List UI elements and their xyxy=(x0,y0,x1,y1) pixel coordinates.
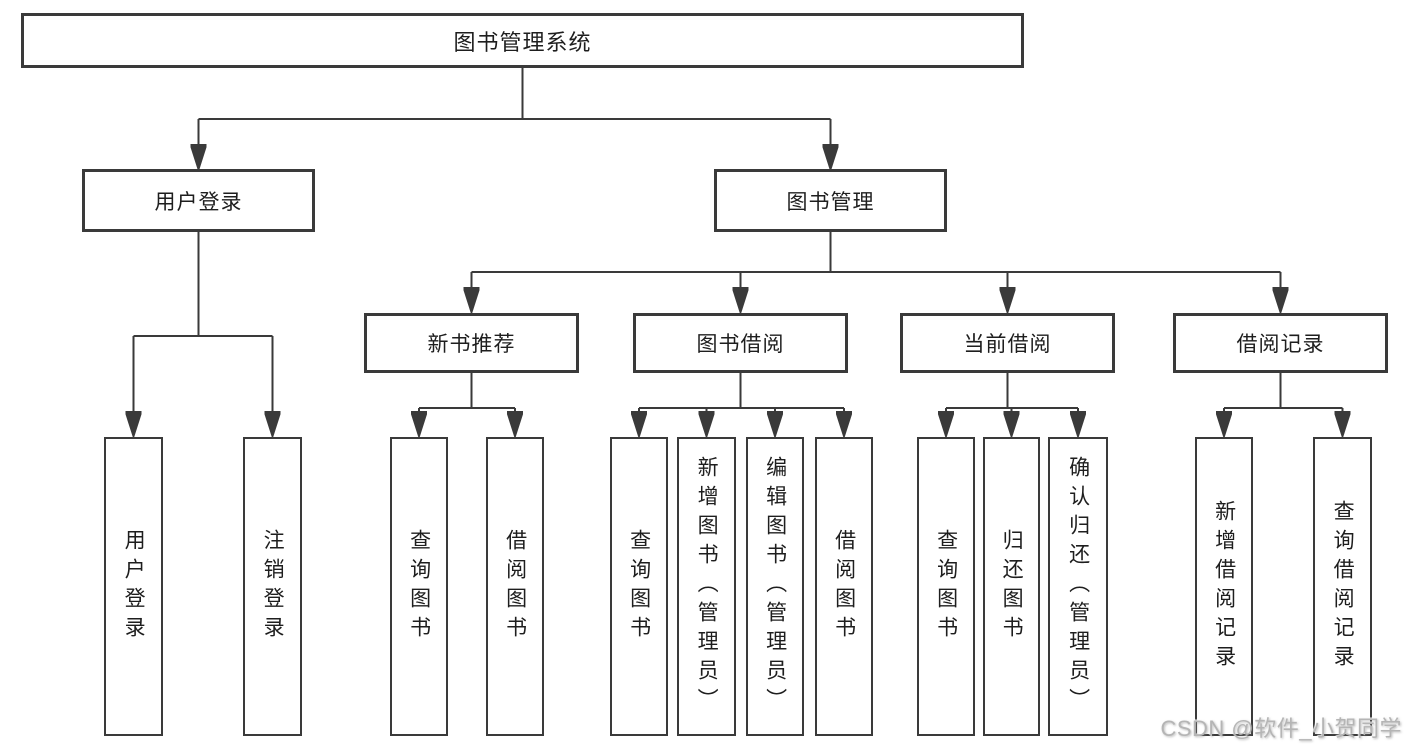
leaf-label: 新增图书（管理员） xyxy=(695,456,719,717)
node-borrowing-records: 借阅记录 xyxy=(1173,313,1388,373)
leaf-label: 归还图书 xyxy=(1000,528,1024,645)
leaf-label: 查询图书 xyxy=(627,528,651,645)
watermark-text: CSDN @软件_小贺同学 xyxy=(1160,716,1402,741)
node-label: 图书管理 xyxy=(786,190,875,214)
leaf-add-books-admin: 新增图书（管理员） xyxy=(677,437,736,736)
node-label: 当前借阅 xyxy=(963,333,1052,356)
leaf-return-books: 归还图书 xyxy=(983,437,1040,736)
leaf-label: 查询图书 xyxy=(934,528,958,645)
leaf-label: 编辑图书（管理员） xyxy=(763,456,787,717)
node-label: 图书借阅 xyxy=(696,333,785,356)
node-current-borrowing: 当前借阅 xyxy=(900,313,1115,373)
leaf-borrow-books-recommend: 借阅图书 xyxy=(486,437,544,736)
node-label: 用户登录 xyxy=(154,190,243,214)
node-new-book-recommendation: 新书推荐 xyxy=(364,313,579,373)
leaf-user-login: 用户登录 xyxy=(104,437,163,736)
node-user-login: 用户登录 xyxy=(82,169,315,232)
leaf-query-books-borrow: 查询图书 xyxy=(610,437,668,736)
leaf-add-borrow-record: 新增借阅记录 xyxy=(1195,437,1253,736)
leaf-label: 借阅图书 xyxy=(503,528,527,645)
leaf-logout: 注销登录 xyxy=(243,437,302,736)
leaf-borrow-books: 借阅图书 xyxy=(815,437,873,736)
leaf-query-borrow-record: 查询借阅记录 xyxy=(1313,437,1372,736)
leaf-label: 注销登录 xyxy=(261,528,285,645)
node-library-system: 图书管理系统 xyxy=(21,13,1024,68)
leaf-query-books-current: 查询图书 xyxy=(917,437,975,736)
leaf-label: 确认归还（管理员） xyxy=(1066,456,1090,717)
node-label: 新书推荐 xyxy=(427,333,516,356)
leaf-label: 用户登录 xyxy=(122,528,146,645)
leaf-label: 新增借阅记录 xyxy=(1212,499,1236,674)
node-label: 图书管理系统 xyxy=(453,29,592,55)
node-label: 借阅记录 xyxy=(1236,333,1325,356)
leaf-label: 借阅图书 xyxy=(832,528,856,645)
node-book-borrowing: 图书借阅 xyxy=(633,313,848,373)
leaf-label: 查询图书 xyxy=(407,528,431,645)
leaf-label: 查询借阅记录 xyxy=(1331,499,1355,674)
node-book-management: 图书管理 xyxy=(714,169,947,232)
leaf-confirm-return-admin: 确认归还（管理员） xyxy=(1048,437,1108,736)
leaf-query-books-recommend: 查询图书 xyxy=(390,437,448,736)
leaf-edit-books-admin: 编辑图书（管理员） xyxy=(746,437,804,736)
